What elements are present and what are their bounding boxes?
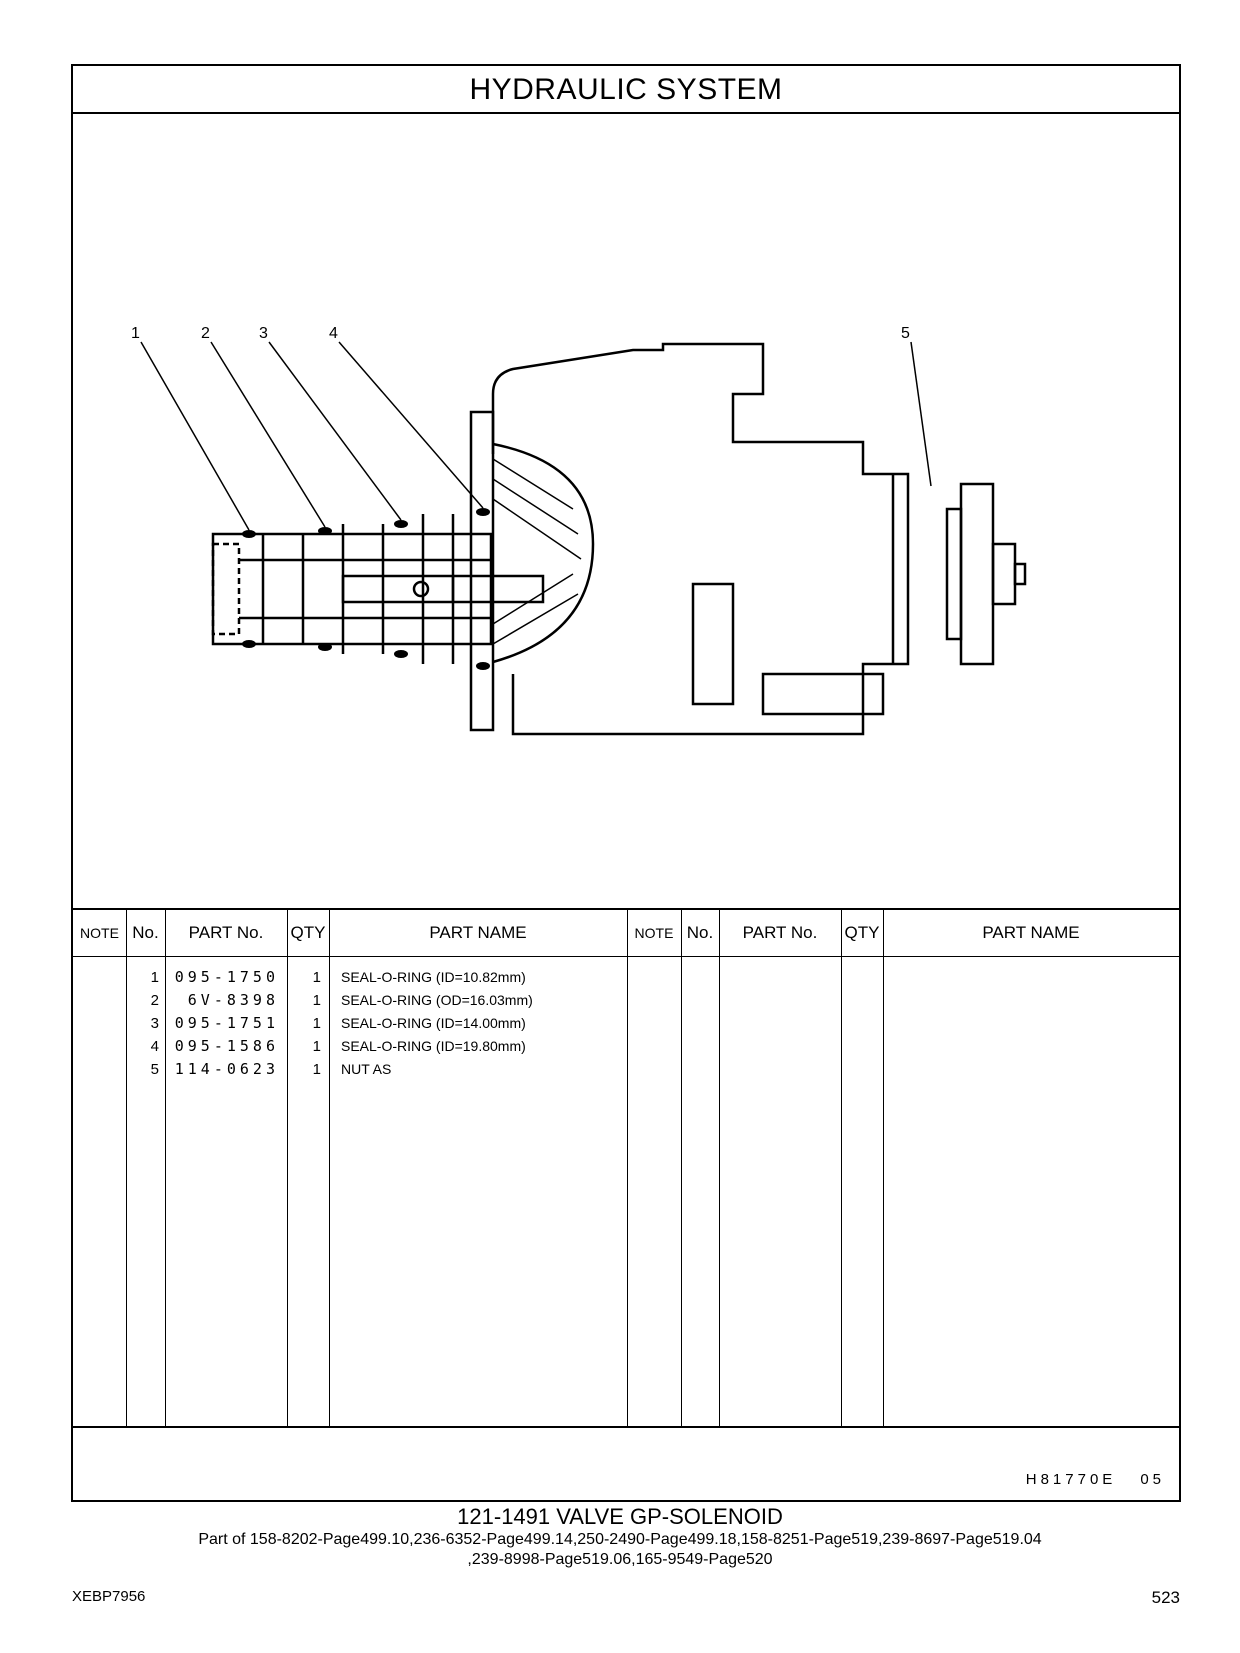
row-4-part-no: 095-1586 xyxy=(174,1037,279,1055)
row-2-qty: 1 xyxy=(312,992,321,1009)
header-note-right: NOTE xyxy=(634,925,674,941)
row-5-no: 5 xyxy=(150,1061,159,1078)
row-4-qty: 1 xyxy=(312,1038,321,1055)
row-1-part-no: 095-1750 xyxy=(174,968,279,986)
callout-5: 5 xyxy=(901,325,910,342)
row-1-part-name: SEAL-O-RING (ID=10.82mm) xyxy=(341,969,526,985)
caption-references-line-2: ,239-8998-Page519.06,165-9549-Page520 xyxy=(467,1551,773,1568)
illustration-code: H81770E 05 xyxy=(1002,1471,1165,1488)
row-3-qty: 1 xyxy=(312,1015,321,1032)
row-5-qty: 1 xyxy=(312,1061,321,1078)
page-number: 523 xyxy=(1151,1588,1180,1607)
row-4-part-name: SEAL-O-RING (ID=19.80mm) xyxy=(341,1038,526,1054)
header-part-name: PART NAME xyxy=(429,923,527,942)
column-divider xyxy=(165,910,166,1426)
header-no-right: No. xyxy=(686,923,714,942)
row-2-no: 2 xyxy=(150,992,159,1009)
row-1-no: 1 xyxy=(150,969,159,986)
column-divider xyxy=(883,910,884,1426)
row-3-no: 3 xyxy=(150,1015,159,1032)
header-qty: QTY xyxy=(290,923,326,942)
caption-references: Part of 158-8202-Page499.10,236-6352-Pag… xyxy=(0,1530,1240,1570)
parts-list-table: NOTE No. PART No. QTY PART NAME NOTE No.… xyxy=(73,908,1179,1428)
exploded-view-drawing: 1 2 3 4 5 xyxy=(73,114,1179,972)
header-part-no-right: PART No. xyxy=(742,923,818,942)
parts-page-frame: HYDRAULIC SYSTEM xyxy=(71,64,1181,1502)
illustration-revision: 05 xyxy=(1140,1471,1165,1488)
solenoid-valve-illustration: 1 2 3 4 5 xyxy=(131,325,1027,736)
row-2-part-name: SEAL-O-RING (OD=16.03mm) xyxy=(341,992,533,1008)
row-2-part-no: 6V-8398 xyxy=(187,991,279,1009)
column-divider xyxy=(719,910,720,1426)
header-note: NOTE xyxy=(80,925,119,941)
page-title: HYDRAULIC SYSTEM xyxy=(73,66,1179,114)
column-divider xyxy=(287,910,288,1426)
row-3-part-no: 095-1751 xyxy=(174,1014,279,1032)
column-divider xyxy=(329,910,330,1426)
header-divider xyxy=(73,956,1179,957)
row-3-part-name: SEAL-O-RING (ID=14.00mm) xyxy=(341,1015,526,1031)
callout-3: 3 xyxy=(259,325,268,342)
callout-1: 1 xyxy=(131,325,140,342)
illustration-number: H81770E xyxy=(1025,1471,1117,1488)
header-qty-right: QTY xyxy=(844,923,880,942)
row-1-qty: 1 xyxy=(312,969,321,986)
row-5-part-name: NUT AS xyxy=(341,1061,392,1077)
caption-references-line-1: Part of 158-8202-Page499.10,236-6352-Pag… xyxy=(198,1531,1042,1548)
column-divider xyxy=(681,910,682,1426)
caption-title: 121-1491 VALVE GP-SOLENOID xyxy=(457,1504,783,1529)
callout-2: 2 xyxy=(201,325,210,342)
row-5-part-no: 114-0623 xyxy=(174,1060,279,1078)
header-part-no: PART No. xyxy=(188,923,264,942)
row-4-no: 4 xyxy=(150,1038,159,1055)
column-divider xyxy=(841,910,842,1426)
document-id: XEBP7956 xyxy=(72,1588,146,1605)
header-part-name-right: PART NAME xyxy=(982,923,1080,942)
callout-4: 4 xyxy=(329,325,338,342)
column-divider xyxy=(627,910,628,1426)
header-no: No. xyxy=(132,923,159,942)
column-divider xyxy=(126,910,127,1426)
